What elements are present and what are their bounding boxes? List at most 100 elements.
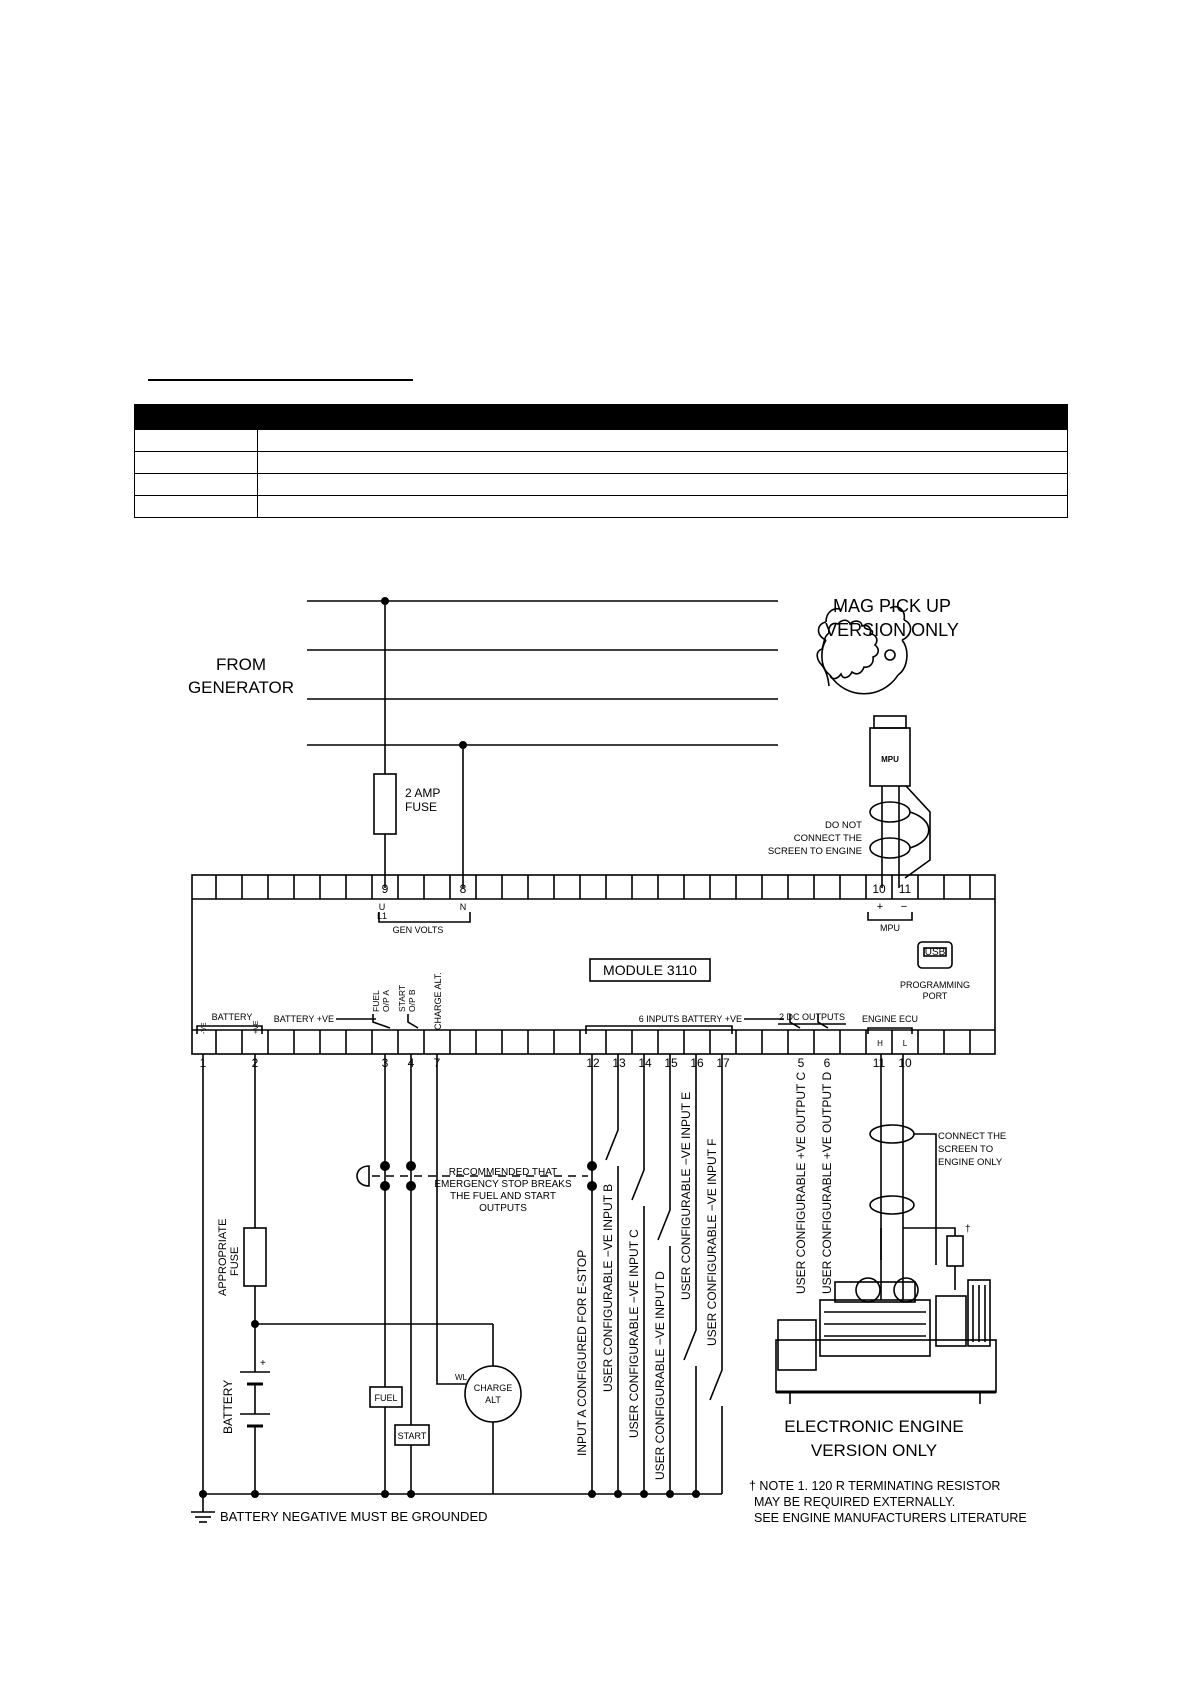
engine-ecu-label: ENGINE ECU xyxy=(862,1014,918,1024)
note-line-3: SEE ENGINE MANUFACTURERS LITERATURE xyxy=(754,1511,1027,1525)
screen-note-bottom-1: CONNECT THE xyxy=(938,1131,1006,1142)
emergency-note-3: THE FUEL AND START xyxy=(450,1191,556,1202)
bottom-terminal-5: 5 xyxy=(798,1056,805,1070)
bottom-terminal-12: 12 xyxy=(586,1056,600,1070)
battery-label: BATTERY xyxy=(221,1380,235,1434)
fuel-opa-label-2: O/P A xyxy=(381,990,391,1012)
usb-port xyxy=(917,941,953,969)
bottom-terminal-13: 13 xyxy=(612,1056,626,1070)
info-table xyxy=(134,404,1068,518)
bottom-terminal-10: 10 xyxy=(898,1056,912,1070)
pos-label: +VE xyxy=(253,1020,260,1034)
fuse-label-2: FUSE xyxy=(405,800,437,814)
emergency-note-2: EMERGENCY STOP BREAKS xyxy=(434,1179,572,1190)
mag-pickup-gear-hub xyxy=(884,649,896,661)
usb-label: USB xyxy=(925,947,946,958)
wire-terminal-14 xyxy=(631,1054,645,1494)
mpu-connector xyxy=(873,715,907,729)
note-line-1: † NOTE 1. 120 R TERMINATING RESISTOR xyxy=(749,1479,1000,1493)
engine-head xyxy=(834,1281,916,1303)
junction-dots xyxy=(199,597,700,1498)
dc-outputs-label: 2 DC OUTPUTS xyxy=(779,1012,845,1022)
battery-pos-2-label: BATTERY +VE xyxy=(682,1014,742,1024)
screen-note-top-1: DO NOT xyxy=(825,820,862,831)
mpu-body xyxy=(869,727,911,787)
fuel-relay-label: FUEL xyxy=(374,1393,397,1403)
generator-label-1: FROM xyxy=(216,655,266,674)
neg-label: -VE xyxy=(201,1022,208,1034)
engine-skid xyxy=(775,1339,997,1393)
output-d-switch xyxy=(817,1014,829,1029)
output-c-label: USER CONFIGURABLE +VE OUTPUT C xyxy=(794,1072,808,1294)
resistor-lead-2 xyxy=(880,1228,956,1290)
inputs-bracket xyxy=(585,1025,733,1034)
input-e-label: USER CONFIGURABLE −VE INPUT E xyxy=(679,1092,693,1300)
terminal-11-sub: − xyxy=(901,901,907,913)
bottom-terminal-14: 14 xyxy=(638,1056,652,1070)
battery-group-label: BATTERY xyxy=(212,1012,253,1022)
bottom-terminal-2: 2 xyxy=(252,1056,259,1070)
table-row xyxy=(134,495,1068,518)
input-labels: INPUT A CONFIGURED FOR E-STOP USER CONFI… xyxy=(575,1072,834,1480)
gen-volts-label: GEN VOLTS xyxy=(393,925,444,935)
module-name-box xyxy=(589,958,711,982)
input-b-label: USER CONFIGURABLE −VE INPUT B xyxy=(601,1184,615,1392)
battery-fuse-label-2: FUSE xyxy=(229,1247,241,1276)
terminal-9-sub: U xyxy=(379,902,386,912)
charge-alt-label-2: ALT xyxy=(485,1395,501,1405)
estop-button xyxy=(356,1165,370,1187)
ecu-screen-drain xyxy=(914,1133,937,1265)
electronic-engine-label-1: ELECTRONIC ENGINE xyxy=(784,1417,963,1436)
fuel-opa-label-1: FUEL xyxy=(371,990,381,1012)
screen-loop xyxy=(909,811,930,849)
top-terminal-10: 10 xyxy=(872,882,886,896)
ground-note: BATTERY NEGATIVE MUST BE GROUNDED xyxy=(220,1509,488,1524)
engine-radiator-core xyxy=(967,1279,991,1347)
input-f-label: USER CONFIGURABLE −VE INPUT F xyxy=(705,1139,719,1347)
fuse-2amp xyxy=(373,773,397,835)
table-row xyxy=(134,473,1068,496)
mag-pickup-gear-outline xyxy=(817,605,912,676)
mag-pickup-gear-arc xyxy=(829,674,899,695)
terminal-dividers xyxy=(215,875,971,1054)
section-title-underline xyxy=(148,379,413,381)
mag-pickup-label-2: VERSION ONLY xyxy=(825,620,959,640)
info-table-header xyxy=(134,404,1068,430)
screen-note-bottom-3: ENGINE ONLY xyxy=(938,1157,1003,1168)
bottom-terminal-numbers: 1 2 3 4 7 12 13 14 15 16 17 5 6 11 10 xyxy=(200,1056,912,1070)
mpu-group-label: MPU xyxy=(880,923,900,933)
bottom-terminal-1: 1 xyxy=(200,1056,207,1070)
ecu-h-label: H xyxy=(877,1039,883,1048)
fuse-label-1: 2 AMP xyxy=(405,786,440,800)
resistor-lead-1 xyxy=(903,1227,956,1236)
battery-bracket xyxy=(196,1025,263,1034)
start-relay-label: START xyxy=(398,1431,427,1441)
screen-ring-2 xyxy=(869,837,911,859)
wire-terminal-7 xyxy=(436,1054,466,1385)
start-switch xyxy=(407,1014,419,1029)
module-name: MODULE 3110 xyxy=(603,962,697,978)
wire-terminal-17 xyxy=(709,1054,723,1494)
ecu-bracket xyxy=(867,1027,913,1034)
battery-fuse xyxy=(243,1227,267,1287)
programming-port-2: PORT xyxy=(923,991,948,1001)
programming-port-1: PROGRAMMING xyxy=(900,980,970,990)
engine-radiator xyxy=(935,1295,967,1347)
mag-pickup-label-1: MAG PICK UP xyxy=(833,596,951,616)
ecu-screen-ring-1 xyxy=(869,1124,915,1144)
screen-drain xyxy=(904,785,931,879)
battery-fuse-label-1: APPROPRIATE xyxy=(217,1219,229,1296)
engine-alternator-end xyxy=(777,1319,817,1371)
bottom-terminal-11: 11 xyxy=(873,1056,886,1070)
six-inputs-label: 6 INPUTS xyxy=(639,1014,680,1024)
screen-note-top-3: SCREEN TO ENGINE xyxy=(768,846,862,857)
charge-alt-wl: WL xyxy=(455,1373,468,1382)
bottom-terminal-4: 4 xyxy=(408,1056,415,1070)
electronic-engine-label-2: VERSION ONLY xyxy=(811,1441,937,1460)
top-terminal-8: 8 xyxy=(460,882,467,896)
bottom-terminal-6: 6 xyxy=(824,1056,831,1070)
bottom-terminal-15: 15 xyxy=(664,1056,678,1070)
engine-block xyxy=(819,1299,931,1357)
ecu-screen-ring-2 xyxy=(869,1195,915,1215)
terminal-8-sub: N xyxy=(460,902,467,912)
